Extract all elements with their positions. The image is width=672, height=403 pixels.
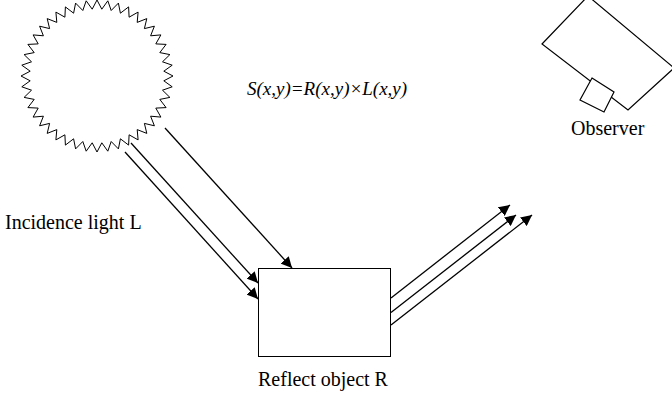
node-label: Observer [571, 116, 672, 140]
light-ray-arrow [391, 205, 510, 298]
reflect-object-box: Reflect object R [258, 268, 391, 357]
light-ray-arrow [391, 215, 532, 325]
sun-rays [21, 0, 173, 152]
light-ray-arrow [125, 152, 258, 299]
light-ray-arrow [165, 128, 292, 268]
camera-icon [510, 0, 672, 215]
observer-camera: Observer [510, 0, 672, 215]
light-ray-arrow [391, 215, 516, 312]
formula: S(x,y)=R(x,y)×L(x,y) [247, 78, 407, 101]
node-label: Incidence light L [5, 210, 165, 234]
sun-outline [17, 0, 177, 152]
camera-lens [580, 78, 614, 112]
light-source: Incidence light L [17, 0, 177, 152]
node-label: Reflect object R [258, 367, 389, 391]
light-ray-arrow [131, 143, 258, 283]
